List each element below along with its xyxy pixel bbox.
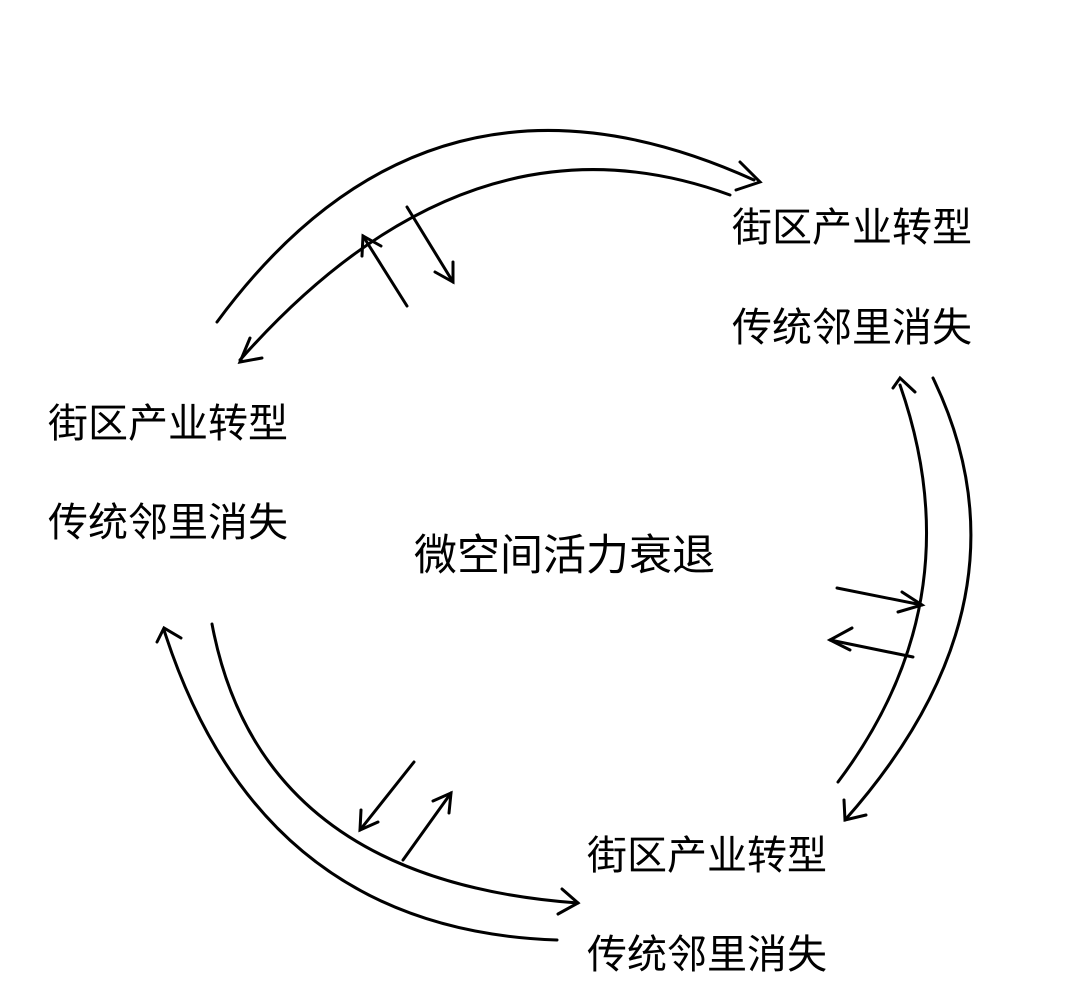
top-band-inner-arc [238, 168, 732, 362]
top-cross-arrow-up [361, 234, 409, 308]
center-label: 微空间活力衰退 [414, 531, 715, 581]
top-right-node-line1: 街区产业转型 [732, 205, 972, 251]
top-band-tail-arrowhead-icon [237, 336, 264, 364]
bottom-cross-arrow-down [358, 760, 416, 832]
right-cross-arrow-out [828, 638, 915, 659]
bottom-right-node-line1: 街区产业转型 [587, 833, 827, 879]
bottom-cross-arrowhead-up-icon [431, 790, 453, 815]
bottom-cross-arrowhead-down-icon [358, 808, 380, 833]
left-node-line1: 街区产业转型 [48, 401, 288, 447]
right-band-outer-arc [843, 376, 973, 822]
right-cross-arrow-in [835, 586, 924, 607]
top-band-arrowhead-icon [734, 160, 763, 192]
right-band-inner-arc [836, 383, 928, 784]
bottom-right-node-line2: 传统邻里消失 [587, 932, 827, 978]
right-cross-arrowhead-out-icon [826, 626, 854, 652]
bottom-band-outer-arc [162, 628, 559, 942]
left-node-line2: 传统邻里消失 [48, 500, 288, 546]
bottom-cross-arrow-up [401, 791, 453, 862]
top-cross-arrow-down [405, 205, 455, 284]
bottom-band-arrowhead-up-icon [155, 625, 183, 644]
top-cross-arrowhead-up-icon [360, 233, 383, 258]
right-band-arrowhead-up-icon [891, 375, 917, 394]
bottom-band-inner-arc [210, 622, 580, 905]
right-cross-arrowhead-in-icon [896, 590, 926, 614]
top-right-node-line2: 传统邻里消失 [732, 305, 972, 351]
right-band-arrowhead-down-icon [842, 798, 868, 822]
top-cross-arrowhead-down-icon [433, 260, 455, 285]
top-band-outer-arc [215, 128, 756, 324]
bottom-band-arrowhead-right-icon [556, 887, 581, 916]
